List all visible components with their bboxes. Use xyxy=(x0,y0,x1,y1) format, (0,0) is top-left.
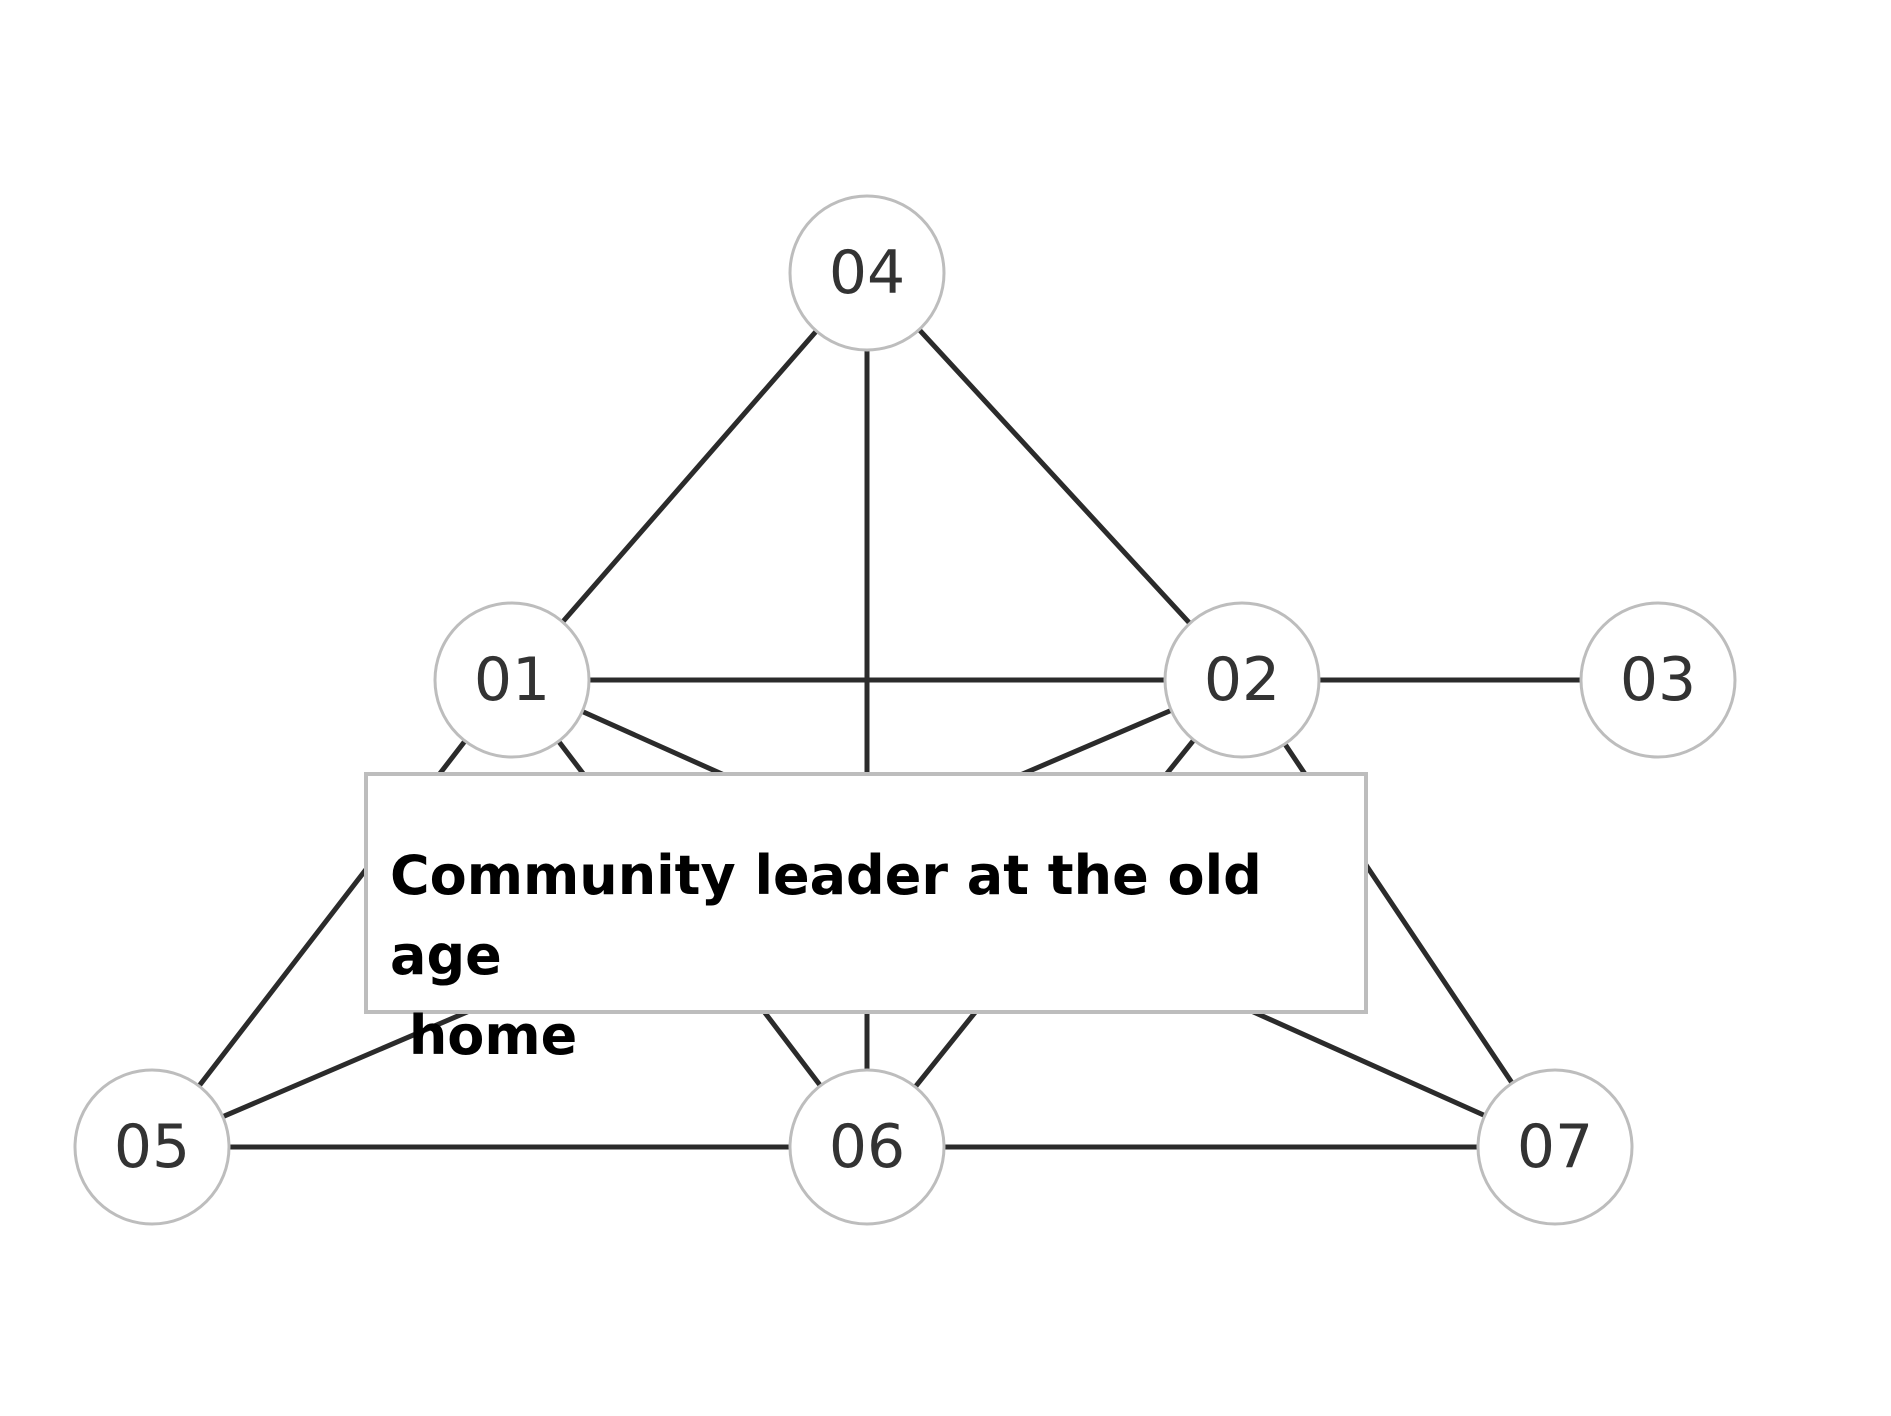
nodes-layer: 04 01 02 03 05 06 07 xyxy=(73,194,1737,1226)
node-label-05: 05 xyxy=(114,1112,190,1182)
callout-text: Community leader at the old age home xyxy=(390,844,1262,1067)
edge-02-07 xyxy=(1239,677,1558,1150)
edge-01-05 xyxy=(149,677,515,1150)
node-label-04: 04 xyxy=(829,238,905,308)
node-label-01: 01 xyxy=(474,645,550,715)
edge-04-01 xyxy=(509,270,870,683)
node-circle-01 xyxy=(433,601,591,759)
node-label-03: 03 xyxy=(1620,645,1696,715)
node-05: 05 xyxy=(73,1068,231,1226)
node-label-07: 07 xyxy=(1517,1112,1593,1182)
node-label-02: 02 xyxy=(1204,645,1280,715)
node-label-06: 06 xyxy=(829,1112,905,1182)
node-circle-06 xyxy=(788,1068,946,1226)
node-circle-05 xyxy=(73,1068,231,1226)
callout-box: Community leader at the old age home xyxy=(364,772,1368,1067)
node-circle-03 xyxy=(1579,601,1737,759)
edge-04-02 xyxy=(864,270,1245,683)
node-circle-02 xyxy=(1163,601,1321,759)
node-02: 02 xyxy=(1163,601,1321,759)
node-04: 04 xyxy=(788,194,946,352)
node-07: 07 xyxy=(1476,1068,1634,1226)
node-circle-07 xyxy=(1476,1068,1634,1226)
node-03: 03 xyxy=(1579,601,1737,759)
node-circle-04 xyxy=(788,194,946,352)
node-06: 06 xyxy=(788,1068,946,1226)
node-01: 01 xyxy=(433,601,591,759)
